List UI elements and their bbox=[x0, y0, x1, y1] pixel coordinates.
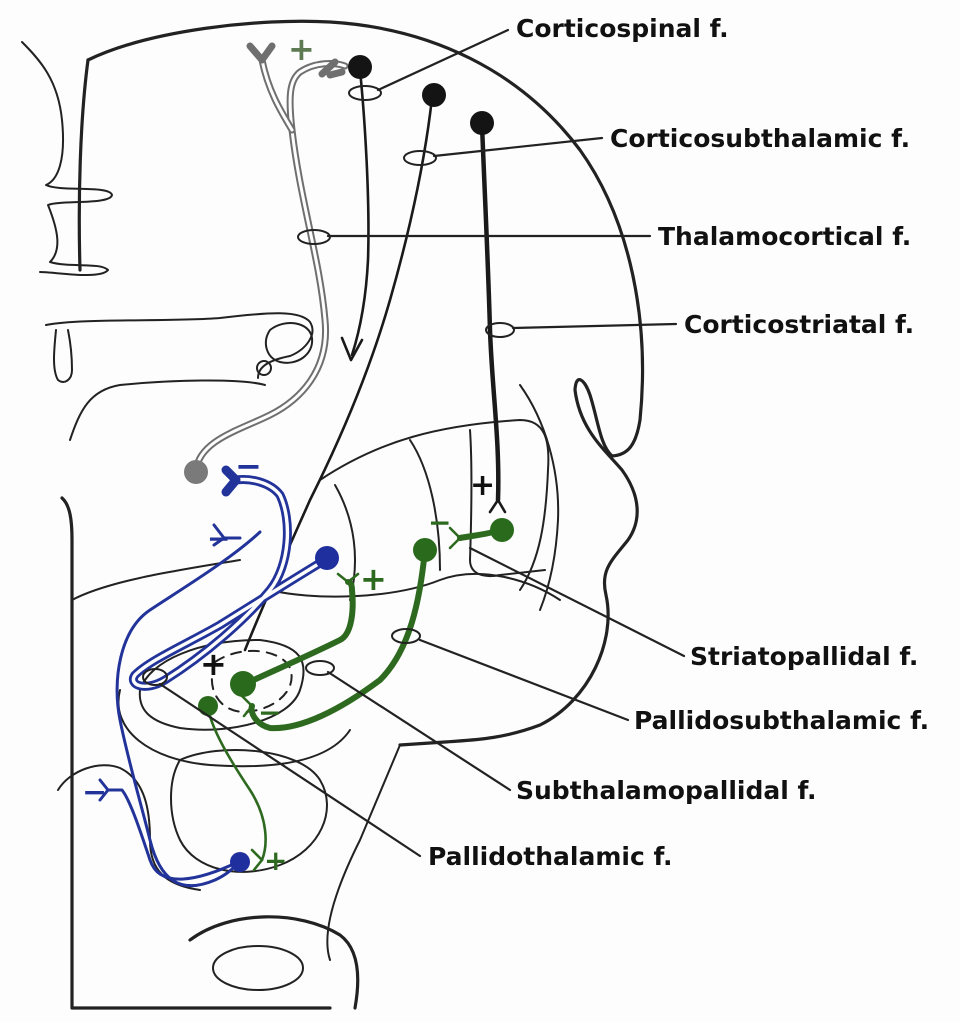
thalamocortical-plus-sign: + bbox=[288, 30, 315, 68]
pallidothalamic-leader bbox=[160, 684, 420, 856]
corticosubthalamic-fiber bbox=[245, 98, 432, 650]
thalamic-blue-neuron-soma bbox=[230, 852, 250, 872]
ventral-thalamus-outline bbox=[58, 765, 200, 890]
pons-structure bbox=[213, 946, 303, 990]
thalamic-neuron-soma bbox=[184, 460, 208, 484]
thalamic-minus-sign: − bbox=[82, 775, 107, 810]
corticostriatal-plus-sign: + bbox=[470, 468, 495, 503]
thalamocortical-fiber bbox=[196, 64, 345, 470]
corticosubthalamic-neuron-soma bbox=[422, 83, 446, 107]
corticospinal-marker-loop bbox=[349, 86, 381, 100]
midbrain-outline bbox=[171, 750, 327, 872]
thalamocortical-fiber-core bbox=[196, 64, 345, 470]
label-corticosubthalamic: Corticosubthalamic f. bbox=[610, 126, 910, 151]
section-left-boundary bbox=[62, 498, 330, 1008]
ventricle-small bbox=[54, 330, 72, 382]
cerebral-peduncle bbox=[327, 745, 400, 960]
foramen-circle bbox=[257, 361, 271, 375]
lateral-ventricle-outline bbox=[46, 313, 312, 378]
subthalamic-minus-sign: − bbox=[258, 696, 281, 729]
pallidothalamic-neuron-soma bbox=[198, 696, 218, 716]
label-pallidothalamic: Pallidothalamic f. bbox=[428, 844, 673, 869]
label-subthalamopallidal: Subthalamopallidal f. bbox=[516, 778, 817, 803]
corticostriatal-neuron-soma bbox=[470, 111, 494, 135]
pallidothalamic-terminal bbox=[252, 850, 262, 870]
midline-cortex-outline bbox=[79, 60, 88, 270]
striatal-neuron-soma bbox=[490, 518, 514, 542]
pallidal-green-neuron-soma bbox=[413, 538, 437, 562]
pallidothalamic-plus-sign: + bbox=[264, 844, 287, 877]
corticosubthalamic-marker-loop bbox=[404, 151, 436, 165]
pallidal-thin-fiber bbox=[117, 532, 260, 886]
subthalamopallidal-leader bbox=[328, 672, 510, 790]
label-striatopallidal: Striatopallidal f. bbox=[690, 644, 918, 669]
pallidal-thin-minus-sign: − bbox=[207, 522, 230, 555]
corticospinal-arrowhead bbox=[342, 338, 362, 360]
thalamocortical-terminal-left bbox=[250, 46, 272, 60]
pallidosubthalamic-leader bbox=[420, 640, 628, 720]
label-corticospinal: Corticospinal f. bbox=[516, 16, 729, 41]
pallidal-loop-fiber-core bbox=[133, 480, 325, 687]
label-corticostriatal: Corticostriatal f. bbox=[684, 312, 914, 337]
pallidal-minus-sign: − bbox=[235, 447, 262, 485]
corticosubthalamic-plus-sign: + bbox=[200, 645, 227, 683]
label-thalamocortical: Thalamocortical f. bbox=[658, 224, 911, 249]
corticostriatal-leader bbox=[513, 324, 676, 328]
striatal-minus-sign: − bbox=[428, 506, 451, 539]
corticospinal-fiber bbox=[352, 70, 368, 355]
striatopallidal-terminal bbox=[450, 528, 460, 548]
pallidal-neuron-soma bbox=[315, 546, 339, 570]
thalamocortical-pathway: + bbox=[184, 30, 345, 484]
corticospinal-leader bbox=[378, 30, 508, 90]
striatopallidal-leader bbox=[470, 548, 684, 656]
subthalamopallidal-plus-sign: + bbox=[360, 560, 387, 598]
lentiform-lower bbox=[270, 574, 560, 600]
subthalamopallidal-terminal bbox=[338, 574, 358, 582]
pallidothalamic-fiber bbox=[208, 708, 266, 860]
label-pallidosubthalamic: Pallidosubthalamic f. bbox=[634, 708, 929, 733]
midline-structure-top bbox=[22, 42, 112, 275]
thalamic-blue-fiber bbox=[108, 790, 238, 879]
subthalamic-neuron-soma bbox=[230, 671, 256, 697]
corticostriatal-fiber bbox=[482, 125, 498, 500]
corticospinal-neuron-soma bbox=[348, 55, 372, 79]
